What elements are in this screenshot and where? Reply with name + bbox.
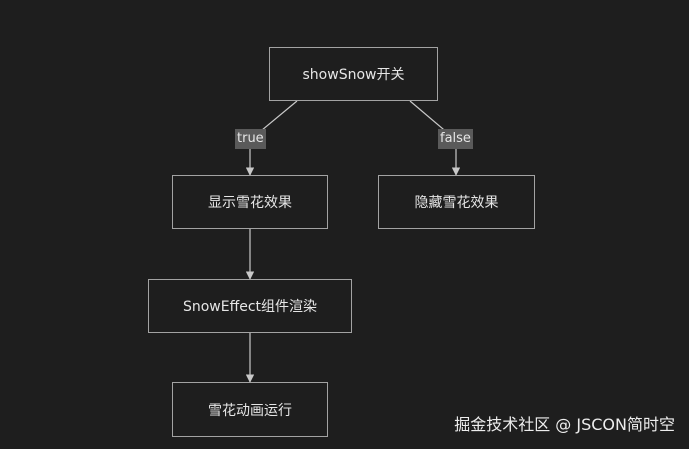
node-snoweffect-render-label: SnowEffect组件渲染 <box>182 299 318 315</box>
node-show-snow-effect-label: 显示雪花效果 <box>208 195 292 211</box>
watermark: 掘金技术社区 @ JSCON简时空 <box>454 415 675 434</box>
node-snow-animation-run: 雪花动画运行 <box>172 382 328 437</box>
edge-label-true: true <box>235 129 266 149</box>
node-hide-snow-effect: 隐藏雪花效果 <box>378 175 535 229</box>
edge-label-false: false <box>438 129 473 149</box>
node-snoweffect-render: SnowEffect组件渲染 <box>148 279 352 333</box>
node-showsnow-switch: showSnow开关 <box>269 47 438 101</box>
node-showsnow-switch-label: showSnow开关 <box>302 67 405 83</box>
node-hide-snow-effect-label: 隐藏雪花效果 <box>414 195 499 211</box>
node-snow-animation-run-label: 雪花动画运行 <box>208 402 292 419</box>
node-show-snow-effect: 显示雪花效果 <box>172 175 328 229</box>
